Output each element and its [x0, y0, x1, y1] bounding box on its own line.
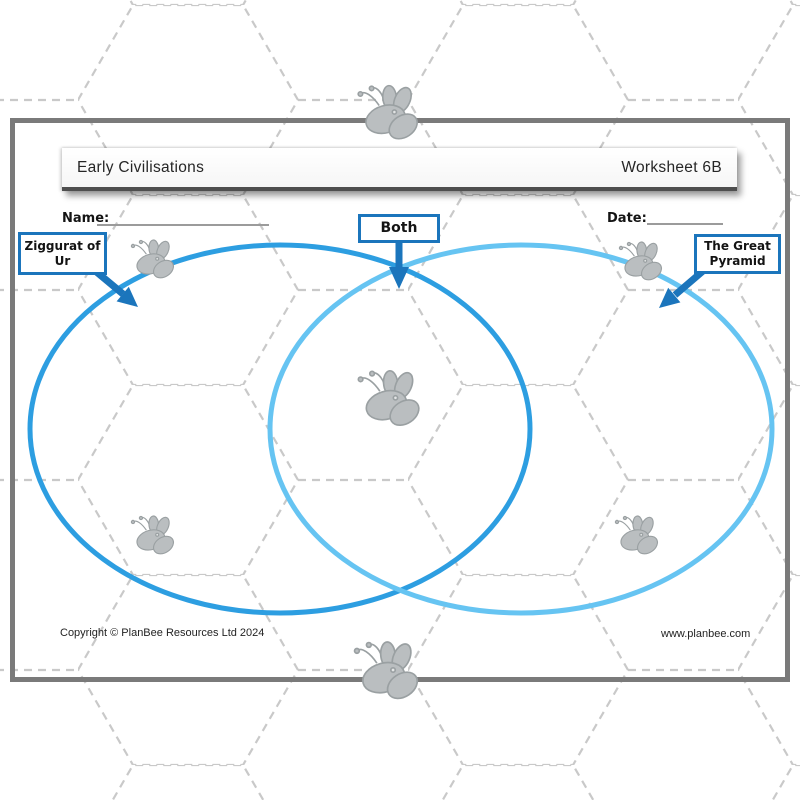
pyramid-arrow-stem — [672, 268, 706, 298]
venn-label-left-line1: Ziggurat of — [24, 238, 101, 253]
bee-icon — [130, 514, 178, 559]
venn-label-right-line1: The Great — [704, 239, 771, 253]
bee-icon — [357, 84, 423, 145]
both-arrow-head — [389, 267, 409, 289]
bee-icon — [130, 238, 178, 283]
venn-circle-left — [27, 242, 533, 616]
copyright-text: Copyright © PlanBee Resources Ltd 2024 — [60, 627, 265, 639]
name-label: Name: — [62, 211, 110, 226]
name-write-line[interactable] — [97, 224, 269, 226]
worksheet-number: Worksheet 6B — [621, 158, 722, 176]
bee-icon — [357, 369, 425, 432]
venn-label-left-line2: Ur — [54, 253, 71, 268]
bee-icon — [618, 240, 666, 285]
website-text: www.planbee.com — [661, 628, 751, 640]
bee-icon — [614, 514, 662, 559]
worksheet-title: Early Civilisations — [77, 158, 205, 176]
date-label: Date: — [607, 211, 647, 226]
venn-arrows — [90, 243, 706, 308]
pyramid-arrow-head — [659, 287, 681, 308]
venn-label-left: Ziggurat of Ur — [18, 232, 107, 275]
header-bar: Early Civilisations Worksheet 6B — [62, 148, 737, 191]
date-write-line[interactable] — [647, 223, 723, 225]
venn-circle-right — [267, 242, 775, 616]
venn-label-right: The Great Pyramid — [694, 234, 781, 274]
venn-label-both: Both — [358, 214, 440, 243]
bee-icon — [353, 640, 424, 705]
venn-label-right-line2: Pyramid — [709, 254, 766, 268]
ziggurat-arrow-head — [116, 286, 138, 307]
venn-label-both-text: Both — [380, 219, 418, 236]
